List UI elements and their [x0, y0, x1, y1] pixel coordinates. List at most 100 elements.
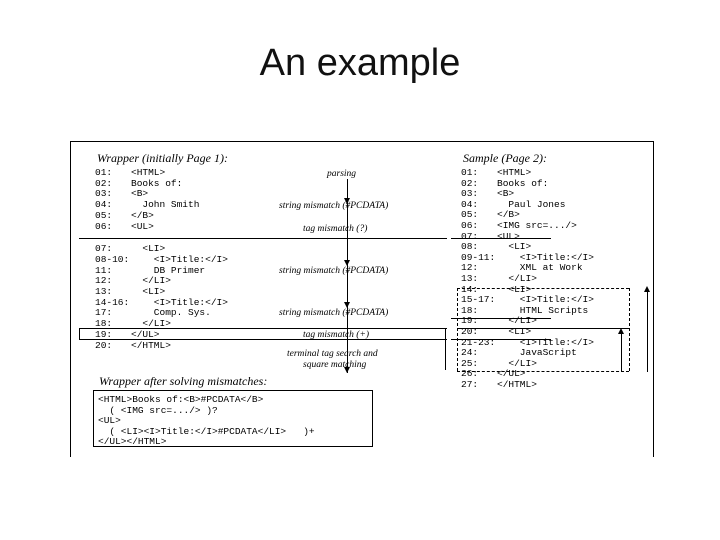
line-number: 27:	[461, 379, 479, 390]
line-number: 03:	[95, 188, 113, 200]
line-code: Comp. Sys.	[131, 307, 211, 319]
flow-line	[445, 328, 446, 370]
line-number: 04:	[461, 198, 479, 210]
line-number: 08-10:	[95, 253, 130, 265]
line-number: 20:	[95, 339, 113, 351]
line-code: </B>	[497, 209, 520, 221]
line-number: 06:	[461, 220, 479, 231]
line-code: <LI>	[131, 286, 166, 297]
line-code: <B>	[497, 188, 515, 200]
separator-line	[79, 238, 447, 239]
line-code: HTML Scripts	[497, 304, 589, 316]
label-string-mismatch-1: string mismatch (#PCDATA)	[279, 201, 389, 211]
line-code: </LI>	[131, 318, 171, 330]
line-code: <UL>	[497, 230, 520, 242]
square-match-box	[457, 328, 629, 329]
line-code: John Smith	[131, 199, 200, 211]
separator-line	[451, 238, 551, 239]
wrapper-line: <HTML>Books of:<B>#PCDATA</B>	[98, 394, 264, 405]
line-code: <HTML>	[497, 167, 532, 178]
square-match-box	[457, 288, 629, 289]
line-code: </B>	[131, 209, 154, 221]
line-number: 19:	[95, 328, 113, 340]
line-number: 05:	[461, 209, 479, 221]
arrow-down-icon	[344, 302, 350, 308]
square-match-box	[457, 288, 458, 371]
line-number: 06:	[95, 220, 113, 232]
line-number: 13:	[95, 286, 113, 297]
label-parsing: parsing	[327, 169, 357, 179]
line-code: Books of:	[131, 177, 183, 189]
line-number: 21-23:	[461, 336, 496, 348]
arrow-up-icon	[644, 286, 650, 292]
separator-line	[451, 339, 551, 340]
line-number: 19:	[461, 315, 479, 327]
line-code: <I>Title:</I>	[497, 294, 594, 306]
line-number: 04:	[95, 199, 113, 211]
slide-title: An example	[259, 42, 461, 84]
line-number: 02:	[461, 177, 479, 189]
separator-line	[79, 328, 80, 339]
line-code: <HTML>	[131, 167, 166, 178]
line-code: JavaScript	[497, 347, 577, 359]
wrapper-line: ( <IMG src=.../> )?	[98, 404, 218, 416]
arrow-down-icon	[344, 260, 350, 266]
line-code: <I>Title:</I>	[497, 336, 594, 348]
line-number: 20:	[461, 326, 479, 337]
line-code: <LI>	[131, 243, 166, 255]
line-number: 03:	[461, 188, 479, 200]
label-square-matching: square matching	[303, 360, 367, 370]
separator-line	[451, 318, 551, 319]
line-code: <I>Title:</I>	[497, 251, 594, 263]
line-number: 02:	[95, 177, 113, 189]
arrow-down-icon	[344, 198, 350, 204]
line-code: </HTML>	[497, 379, 537, 390]
line-code: <LI>	[497, 283, 532, 295]
bottom-header: Wrapper after solving mismatches:	[99, 374, 268, 388]
right-header: Sample (Page 2):	[463, 151, 547, 165]
line-number: 15-17:	[461, 294, 496, 306]
wrapper-line: ( <LI><I>Title:</I>#PCDATA</LI> )+	[98, 425, 315, 437]
line-code: <I>Title:</I>	[131, 296, 228, 308]
line-code: <I>Title:</I>	[131, 253, 228, 265]
flow-line	[621, 332, 622, 372]
line-code: </LI>	[131, 275, 171, 287]
line-code: </HTML>	[131, 339, 171, 351]
line-code: XML at Work	[497, 262, 583, 274]
line-number: 18:	[461, 304, 479, 316]
line-code: </LI>	[497, 315, 537, 327]
line-code: <B>	[131, 188, 149, 200]
square-match-box	[629, 288, 630, 371]
label-tag-mismatch-2: tag mismatch (+)	[303, 330, 370, 340]
line-code: DB Primer	[131, 264, 206, 276]
line-number: 13:	[461, 273, 479, 284]
square-match-box	[457, 371, 629, 372]
line-code: <IMG src=.../>	[497, 220, 577, 231]
label-string-mismatch-3: string mismatch (#PCDATA)	[279, 308, 389, 318]
line-number: 25:	[461, 357, 479, 369]
line-code: Books of:	[497, 177, 549, 189]
label-string-mismatch-2: string mismatch (#PCDATA)	[279, 266, 389, 276]
line-code: </UL>	[497, 368, 526, 380]
line-number: 09-11:	[461, 251, 496, 263]
line-number: 18:	[95, 318, 113, 330]
wrapper-line: <UL>	[98, 415, 121, 426]
line-code: </LI>	[497, 273, 537, 284]
line-code: <UL>	[131, 220, 154, 232]
line-number: 07:	[461, 230, 479, 242]
line-code: Paul Jones	[497, 198, 566, 210]
line-number: 05:	[95, 209, 113, 221]
line-number: 08:	[461, 241, 479, 253]
line-number: 14:	[461, 283, 479, 295]
arrow-down-icon	[344, 367, 350, 373]
line-number: 14-16:	[95, 296, 130, 308]
line-number: 07:	[95, 243, 113, 255]
line-number: 12:	[95, 275, 113, 287]
wrapper-line: </UL></HTML>	[98, 436, 167, 447]
label-tag-mismatch-1: tag mismatch (?)	[303, 224, 368, 234]
line-code: </LI>	[497, 357, 537, 369]
flow-line	[647, 290, 648, 372]
line-code: <LI>	[497, 326, 532, 337]
wrapper-result-box: <HTML>Books of:<B>#PCDATA</B> ( <IMG src…	[93, 390, 373, 447]
separator-line	[79, 339, 447, 340]
